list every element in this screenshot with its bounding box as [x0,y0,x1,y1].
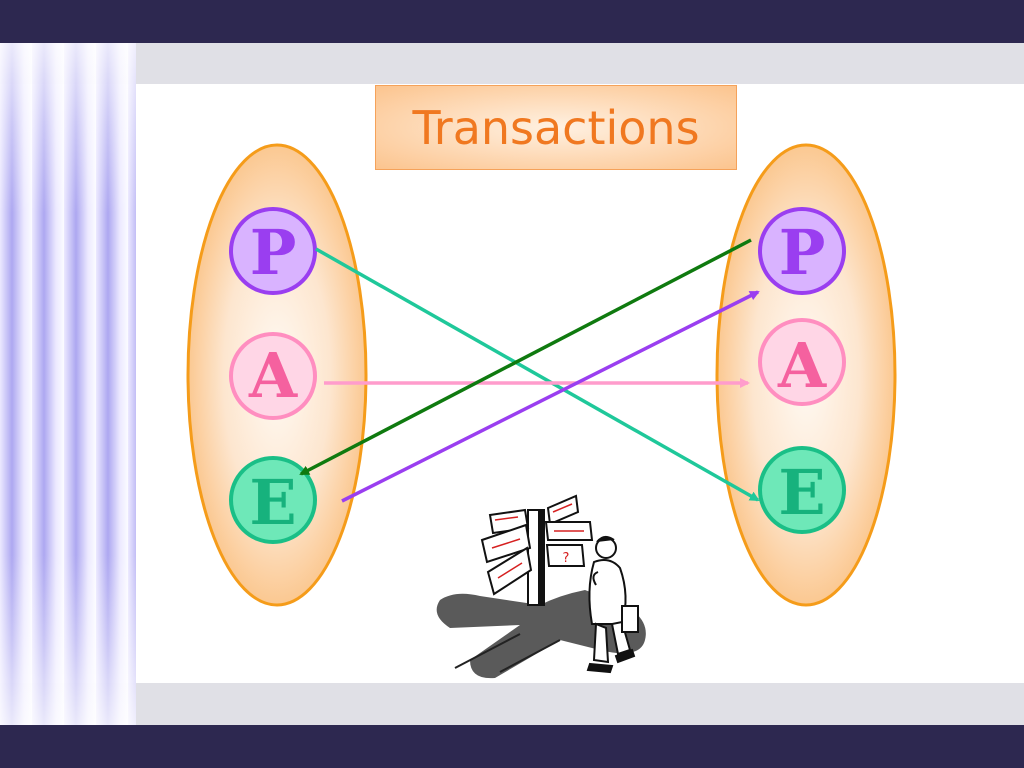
slide-top-band [0,43,1024,84]
title-box: Transactions [375,85,737,170]
slide-title: Transactions [412,100,700,155]
right-node-a: A [758,318,846,406]
person-figure [586,536,639,674]
slide-bottom-band [0,683,1024,725]
left-node-a: A [229,332,317,420]
left-node-p-label: P [250,216,297,289]
arrow-left-e-to-right-p [341,290,760,503]
left-node-e: E [229,456,317,544]
signpost-person-clipart: ? [436,494,646,679]
decorative-stripes-fade [0,43,136,725]
signpost-pole [527,509,545,606]
right-node-p-label: P [779,216,826,289]
arrow-right-p-to-left-e [299,238,752,476]
signpost-signs: ? [480,494,594,596]
right-node-p: P [758,207,846,295]
left-node-p: P [229,207,317,295]
right-node-e-label: E [778,456,825,529]
svg-text:?: ? [563,551,570,566]
right-node-a-label: A [777,329,827,402]
right-node-e: E [758,446,846,534]
arrow-left-p-to-right-e [315,247,760,502]
left-node-e-label: E [249,466,296,539]
left-node-a-label: A [248,339,298,412]
